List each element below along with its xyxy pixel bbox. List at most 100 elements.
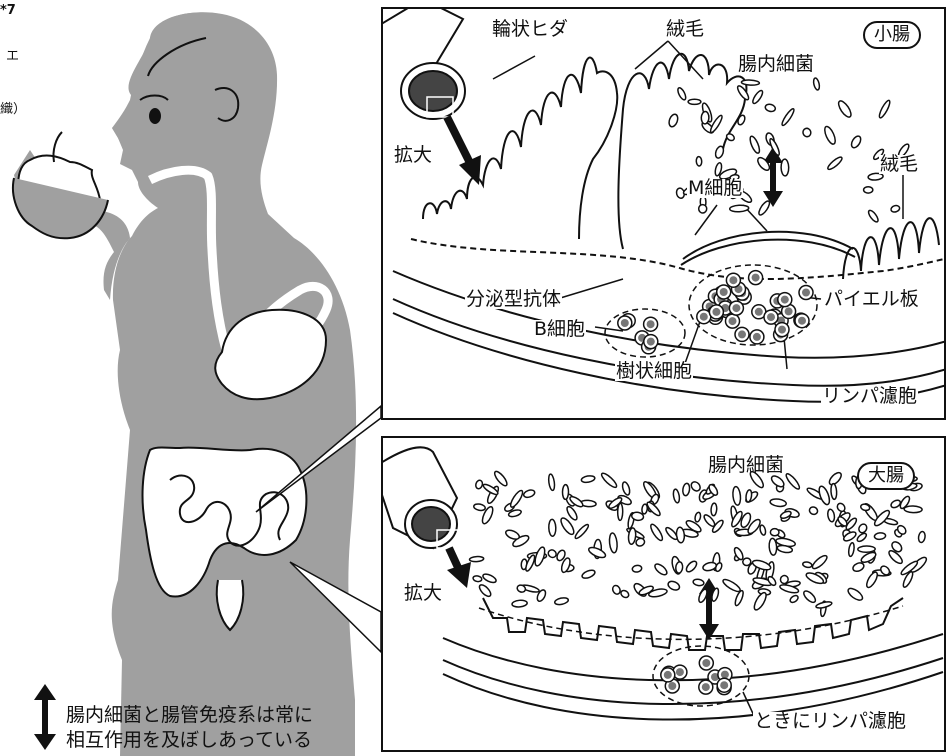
- bacterium: [649, 523, 665, 542]
- bacterium: [554, 597, 569, 606]
- intestine-tube-small: [381, 7, 465, 119]
- bacterium: [732, 486, 741, 505]
- bacterium: [748, 135, 761, 154]
- bacterium: [781, 159, 789, 176]
- bacterium: [696, 156, 702, 166]
- bacterium: [770, 498, 787, 507]
- bacterium: [547, 548, 558, 559]
- bacterium: [736, 84, 751, 101]
- bacterium: [769, 538, 778, 555]
- bacterium: [757, 199, 771, 216]
- lymphocyte-nucleus: [753, 333, 761, 341]
- bacterium: [473, 503, 486, 511]
- bacterium: [549, 519, 557, 536]
- bacterium: [668, 113, 680, 128]
- bacterium: [826, 155, 843, 171]
- lymphocyte-nucleus: [785, 307, 793, 315]
- label-peyers-patch: パイエル板: [823, 290, 920, 309]
- bacterium: [512, 600, 528, 608]
- lymphocyte-nucleus: [712, 308, 720, 316]
- lymphocyte-nucleus: [720, 681, 728, 689]
- bacterium: [857, 523, 868, 535]
- bacterium: [562, 485, 568, 500]
- large-intestine-badge: 大腸: [857, 462, 915, 490]
- bacterium: [852, 561, 866, 573]
- double-arrow-icon: [34, 684, 56, 750]
- bacterium: [618, 503, 623, 520]
- label-gut-bacteria-small: 腸内細菌: [737, 55, 815, 74]
- bacterium: [523, 489, 536, 499]
- label-villi-right: 絨毛: [879, 155, 919, 174]
- label-enlarge-large: 拡大: [403, 584, 443, 603]
- bacterium: [689, 480, 701, 493]
- label-circular-folds: 輪状ヒダ: [491, 20, 569, 39]
- bacterium: [850, 135, 863, 150]
- lymphocyte-nucleus: [720, 288, 728, 296]
- bacterium: [685, 559, 699, 573]
- lymphocyte-nucleus: [702, 683, 710, 691]
- lymphocyte-nucleus: [767, 313, 775, 321]
- bacterium: [848, 542, 855, 556]
- bacterium: [856, 532, 868, 543]
- lymphocyte-nucleus: [781, 296, 789, 304]
- bacterium: [548, 474, 556, 491]
- bacterium: [600, 471, 619, 489]
- bacterium: [811, 554, 829, 571]
- lymphocyte-nucleus: [755, 308, 763, 316]
- bacterium: [469, 556, 484, 562]
- lymphocyte-nucleus: [729, 276, 737, 284]
- lymphocyte-nucleus: [729, 317, 737, 325]
- bacterium: [867, 209, 880, 223]
- bacterium: [676, 87, 687, 101]
- bacterium: [751, 89, 764, 105]
- bacterium: [568, 495, 584, 509]
- bacterium: [694, 512, 701, 522]
- bacterium: [764, 103, 776, 112]
- bacterium: [574, 523, 590, 540]
- lymphocyte-nucleus: [721, 671, 729, 679]
- lymphocyte-nucleus: [802, 289, 810, 297]
- bacterium: [475, 479, 484, 489]
- bacterium: [675, 562, 683, 574]
- lymphocyte-nucleus: [621, 319, 629, 327]
- bacterium: [846, 586, 864, 602]
- bacterium: [682, 483, 690, 496]
- label-lymph-follicle: リンパ濾胞: [821, 387, 918, 406]
- bacterium: [789, 594, 799, 604]
- lymphocyte-nucleus: [647, 320, 655, 328]
- bacterium: [482, 572, 498, 584]
- bacterium: [734, 590, 745, 607]
- lymphocyte-nucleus: [647, 338, 655, 346]
- lymphocyte-nucleus: [676, 668, 684, 676]
- bacterium: [701, 111, 709, 124]
- bacterium: [620, 589, 630, 599]
- bacterium: [865, 571, 880, 589]
- bacterium: [780, 107, 795, 126]
- bacterium: [725, 132, 735, 141]
- bacterium: [836, 99, 853, 119]
- caption-line2: 相互作用を及ぼしあっている: [66, 731, 312, 750]
- bacterium: [858, 546, 876, 553]
- bacterium: [802, 589, 817, 604]
- bacterium: [721, 577, 741, 593]
- lymphocyte-nucleus: [664, 671, 672, 679]
- bacterium: [752, 591, 768, 612]
- intestine-tube-large: [381, 447, 459, 548]
- small-intestine-illustration: [383, 9, 944, 418]
- bacterium: [504, 528, 520, 541]
- bacterium: [581, 569, 596, 580]
- bacterium: [904, 506, 922, 513]
- bacterium: [688, 99, 701, 104]
- bacterium: [802, 561, 812, 568]
- bacterium: [918, 531, 926, 543]
- label-lymph-follicle-sometimes: ときにリンパ濾胞: [753, 712, 907, 731]
- bacterium: [699, 204, 707, 213]
- bacterium: [667, 580, 681, 592]
- lymphocyte-nucleus: [702, 659, 710, 667]
- bacterium: [693, 578, 705, 586]
- bacterium: [581, 475, 595, 483]
- small-intestine-panel: 輪状ヒダ 絨毛 小腸 腸内細菌 拡大 M細胞 絨毛 分泌型抗体 パイエル板 B細…: [381, 7, 946, 420]
- lymphocyte-nucleus: [668, 682, 676, 690]
- bacterium: [672, 489, 680, 504]
- crypts-line: [483, 598, 903, 650]
